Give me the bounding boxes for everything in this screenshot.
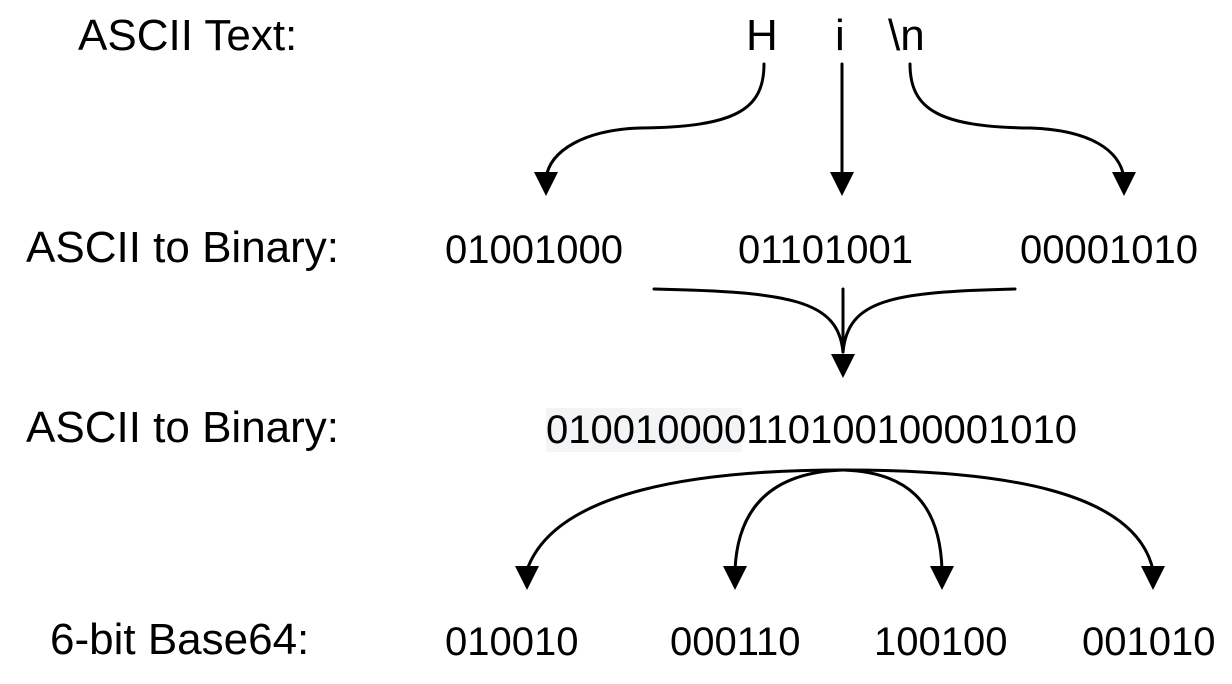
arrow-split-1-head: [515, 566, 539, 590]
byte-newline: 00001010: [1020, 228, 1198, 272]
arrow-merge-head: [831, 354, 855, 378]
base64-group-2: 000110: [670, 620, 801, 664]
arrow-split-2-head: [723, 566, 747, 590]
arrow-split-4-head: [1141, 566, 1165, 590]
arrow-i-to-byte-head: [830, 172, 854, 196]
base64-group-4: 001010: [1082, 620, 1216, 664]
arrow-split-4: [841, 468, 1155, 572]
arrow-h-to-byte-head: [534, 172, 558, 196]
char-h: H: [746, 11, 778, 60]
arrow-merge-right: [841, 287, 1017, 354]
arrow-split-3-head: [930, 566, 954, 590]
byte-h: 01001000: [445, 228, 623, 272]
label-concatenated-binary: ASCII to Binary:: [26, 403, 340, 452]
char-i: i: [835, 11, 845, 60]
arrow-merge-left: [652, 287, 845, 354]
arrow-split-2: [733, 468, 845, 572]
label-ascii-to-binary: ASCII to Binary:: [26, 223, 340, 272]
arrow-split-3: [841, 468, 944, 572]
arrow-h-to-byte: [544, 62, 766, 180]
arrow-newline-to-byte: [908, 62, 1126, 180]
base64-group-1: 010010: [445, 620, 579, 664]
bit-string-highlight: [546, 408, 742, 452]
byte-i: 01101001: [738, 228, 913, 272]
concatenated-bit-string: 010010000110100100001010: [546, 408, 1077, 452]
base64-group-3: 100100: [874, 620, 1008, 664]
arrow-split-1: [525, 468, 845, 572]
label-6bit-base64: 6-bit Base64:: [50, 615, 310, 664]
label-ascii-text: ASCII Text:: [78, 11, 298, 60]
arrow-newline-to-byte-head: [1112, 172, 1136, 196]
char-newline: \n: [888, 11, 925, 60]
